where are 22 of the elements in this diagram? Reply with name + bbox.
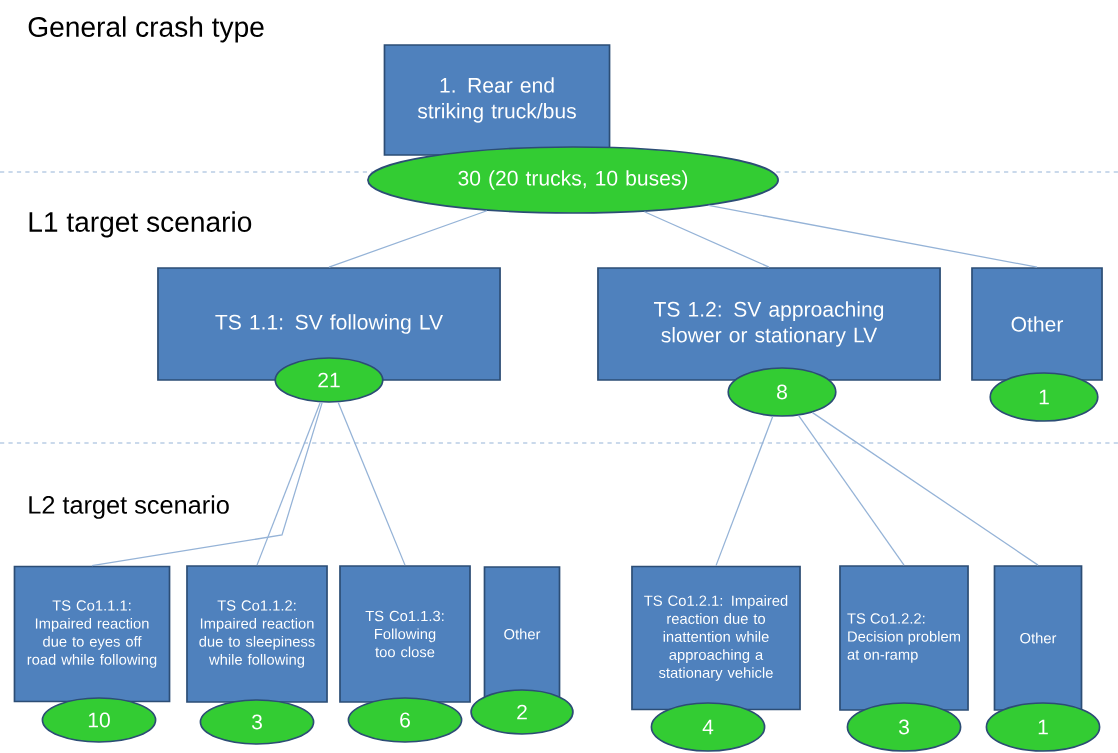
scenario-box: TS Co1.1.2: Impaired reaction due to sleepiness while following	[186, 565, 328, 703]
connector-line	[91, 402, 323, 567]
connector-line	[811, 411, 1039, 566]
scenario-box: TS 1.2: SV approaching slower or stationary LV	[597, 267, 941, 381]
connector-line	[715, 415, 774, 567]
scenario-box: Other	[483, 566, 561, 702]
connector-line	[708, 204, 1038, 268]
connector-line	[337, 401, 406, 566]
scenario-box: TS Co1.2.1: Impaired reaction due to inattention while approaching a stationary vehicle	[631, 565, 801, 711]
scenario-box: TS Co1.2.2: Decision problem at on-ramp	[839, 565, 969, 711]
scenario-box: Other	[971, 267, 1103, 381]
scenario-box: TS Co1.1.3: Following too close	[339, 565, 471, 703]
connector-line	[643, 211, 770, 268]
scenario-box: Other	[993, 565, 1083, 711]
connector-line	[798, 415, 905, 566]
level-heading: L1 target scenario	[29, 211, 252, 238]
connector-line	[328, 210, 488, 268]
connector-line	[256, 401, 321, 566]
level-heading: L2 target scenario	[29, 495, 229, 519]
scenario-box: 1. Rear end striking truck/bus	[383, 44, 611, 156]
level-heading: General crash type	[28, 16, 264, 43]
scenario-box: TS Co1.1.1: Impaired reaction due to eyes off road while following	[13, 565, 171, 703]
